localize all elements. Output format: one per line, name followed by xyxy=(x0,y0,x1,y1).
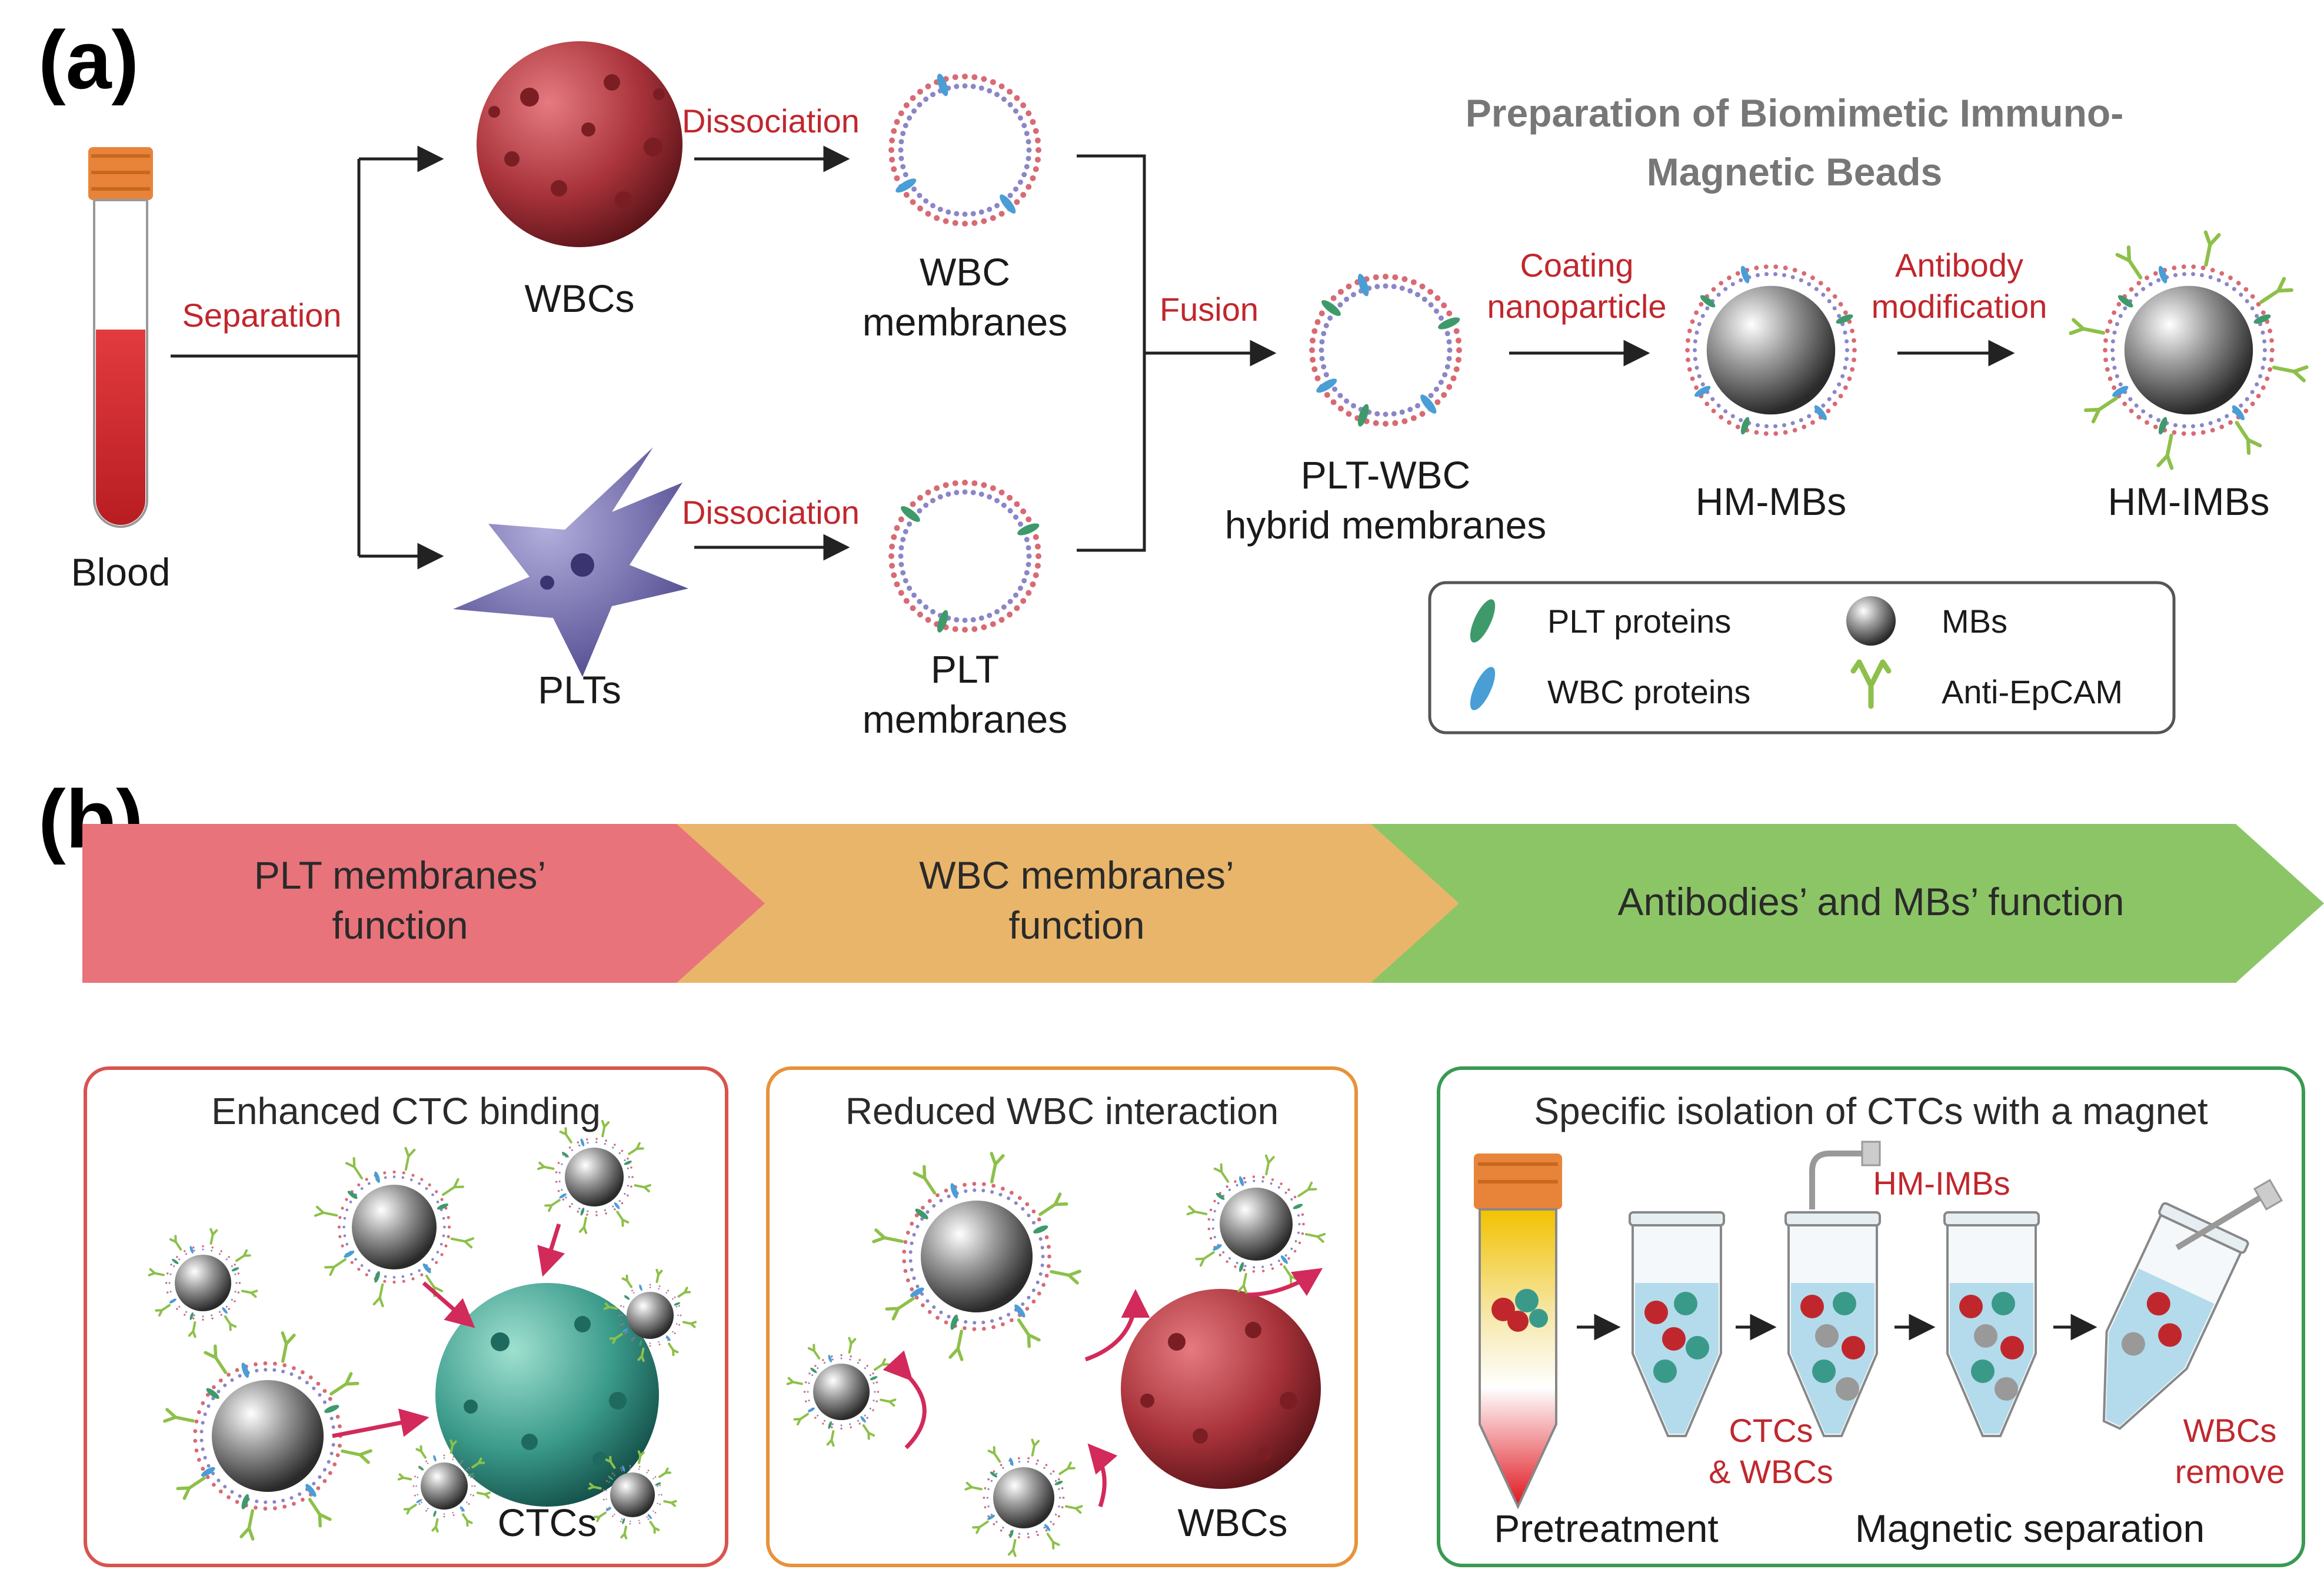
plt-membranes-label-1: PLT xyxy=(931,647,999,691)
wbcs-remove-label-2: remove xyxy=(2175,1453,2285,1490)
box1-arrow-2 xyxy=(422,1281,475,1328)
box1-beads xyxy=(148,1120,697,1541)
eppendorf-tube-tilted xyxy=(2102,1202,2249,1430)
hm-imbs-label-b: HM-IMBs xyxy=(1873,1165,2010,1202)
band1-line1: PLT membranes’ xyxy=(254,853,546,897)
box2-arrow-4 xyxy=(1087,1443,1118,1508)
pipette-icon-2 xyxy=(2175,1179,2283,1251)
band2-line1: WBC membranes’ xyxy=(919,853,1234,897)
ctc-cell-icon xyxy=(435,1283,659,1507)
wbcs-remove-label-1: WBCs xyxy=(2183,1412,2277,1449)
plts-label: PLTs xyxy=(538,668,621,712)
legend-box xyxy=(1428,581,2176,734)
box2-beads xyxy=(786,1152,1326,1557)
box2-wbcs-label: WBCs xyxy=(1178,1501,1288,1544)
pipette-icon xyxy=(1809,1141,1881,1209)
eppendorf-tube-2 xyxy=(1784,1211,1881,1437)
separation-label: Separation xyxy=(182,297,342,334)
box1-title: Enhanced CTC binding xyxy=(211,1090,601,1132)
mbs-icon xyxy=(1846,596,1896,646)
hm-imbs-bead xyxy=(2069,230,2309,470)
eppendorf-tube-3 xyxy=(1943,1211,2040,1437)
plt-membranes-label-2: membranes xyxy=(863,697,1067,741)
hm-mbs-bead xyxy=(1685,264,1857,436)
antibody-label-2: modification xyxy=(1872,288,2047,325)
band-plt xyxy=(82,824,765,983)
box1-arrow-3 xyxy=(537,1223,565,1277)
box2-title: Reduced WBC interaction xyxy=(845,1090,1278,1132)
legend-plt-proteins: PLT proteins xyxy=(1547,603,1731,640)
legend-mbs: MBs xyxy=(1942,603,2007,640)
pretreatment-label: Pretreatment xyxy=(1494,1507,1719,1550)
band2-line2: function xyxy=(1008,903,1144,947)
plt-protein-icon xyxy=(1470,599,1496,643)
fusion-bracket xyxy=(1077,154,1146,552)
ctcs-wbcs-label-2: & WBCs xyxy=(1709,1453,1833,1490)
box2-arrow-1 xyxy=(883,1350,927,1450)
dissociation-top-label: Dissociation xyxy=(682,102,860,139)
band-antibodies xyxy=(1359,824,2324,983)
fusion-label: Fusion xyxy=(1160,291,1258,328)
blood-tube-icon xyxy=(88,147,153,528)
box1-arrow-1 xyxy=(332,1408,429,1438)
box2-arrow-3 xyxy=(1247,1268,1323,1297)
ctcs-wbcs-label-1: CTCs xyxy=(1729,1412,1813,1449)
eppendorf-tube-1 xyxy=(1629,1211,1725,1437)
wbc-membrane-vesicle xyxy=(888,74,1041,227)
band1-line2: function xyxy=(332,903,468,947)
pretreatment-tube-icon xyxy=(1474,1153,1562,1510)
plt-cell-icon xyxy=(453,447,688,677)
panel-a-title-line1: Preparation of Biomimetic Immuno- xyxy=(1466,91,2123,135)
coating-label-2: nanoparticle xyxy=(1487,288,1666,325)
hm-mbs-label: HM-MBs xyxy=(1696,480,1847,523)
wbc-protein-icon xyxy=(1470,667,1496,710)
hybrid-membrane-vesicle xyxy=(1309,274,1462,427)
box3-title: Specific isolation of CTCs with a magnet xyxy=(1534,1090,2208,1132)
wbc-cell-icon xyxy=(477,41,682,247)
antibody-label-1: Antibody xyxy=(1895,247,2023,284)
panel-a-title-line2: Magnetic Beads xyxy=(1647,150,1942,194)
wbc-membranes-label-2: membranes xyxy=(863,300,1067,344)
box1-ctcs-label: CTCs xyxy=(498,1501,597,1544)
legend-anti-epcam: Anti-EpCAM xyxy=(1942,673,2123,710)
panel-a-label: (a) xyxy=(38,14,139,106)
wbcs-label: WBCs xyxy=(525,277,635,320)
box2-wbc-cell-icon xyxy=(1121,1289,1321,1489)
coating-label-1: Coating xyxy=(1520,247,1633,284)
plt-membrane-vesicle xyxy=(888,480,1041,633)
dissociation-bottom-label: Dissociation xyxy=(682,494,860,531)
hybrid-label-1: PLT-WBC xyxy=(1301,453,1470,497)
box2-arrow-2 xyxy=(1084,1289,1150,1362)
magnetic-separation-label: Magnetic separation xyxy=(1855,1507,2205,1550)
band-wbc xyxy=(665,824,1459,983)
legend-wbc-proteins: WBC proteins xyxy=(1547,673,1750,710)
anti-epcam-icon xyxy=(1850,659,1892,709)
band3-text: Antibodies’ and MBs’ function xyxy=(1618,880,2125,923)
hybrid-label-2: hybrid membranes xyxy=(1225,503,1547,547)
wbc-membranes-label-1: WBC xyxy=(920,250,1010,294)
hm-imbs-label: HM-IMBs xyxy=(2108,480,2270,523)
blood-label: Blood xyxy=(71,550,171,594)
